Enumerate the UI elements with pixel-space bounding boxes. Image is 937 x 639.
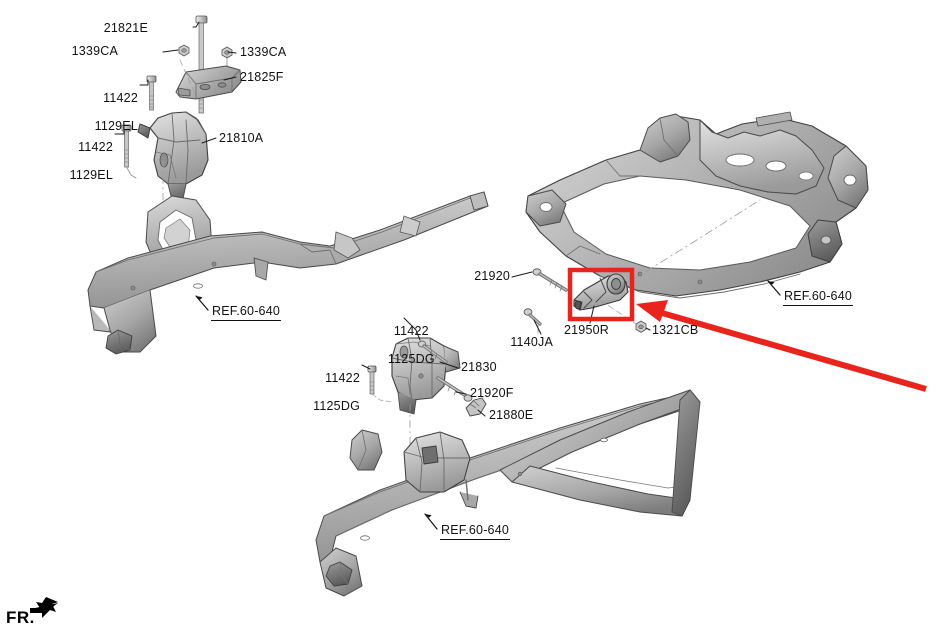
callout-21821E: 21821E — [103, 21, 148, 35]
callout-21825F: 21825F — [240, 70, 284, 84]
callout-21920F: 21920F — [470, 386, 514, 400]
part-11422-1129EL-bolt-lower — [121, 124, 137, 179]
part-number-line2: 1129EL — [69, 168, 113, 182]
callout-21830: 21830 — [461, 360, 497, 374]
ref-left-frame-rail — [87, 191, 489, 355]
part-21920-bolt — [532, 268, 568, 292]
part-21880E-clip — [465, 397, 487, 417]
part-1339CA-nut-left — [178, 44, 190, 57]
assembly-guide-line-subframe — [615, 199, 761, 291]
part-1140JA-bolt — [523, 308, 542, 334]
ref-front-subframe — [525, 111, 869, 299]
part-21825F-bracket — [175, 65, 242, 100]
part-21821E-bolt — [195, 15, 208, 114]
part-number-line1: 11422 — [325, 371, 360, 385]
part-number-line1: 11422 — [103, 91, 138, 105]
callout-21880E: 21880E — [489, 408, 534, 422]
ref-leader-arrows — [195, 280, 781, 530]
callout-leader-lines — [114, 21, 651, 417]
callout-ref-60-640-left: REF.60-640 — [211, 304, 282, 321]
callout-11422-1125DG-lower: 11422 1125DG — [240, 357, 360, 427]
part-21950R-roll-rod — [573, 273, 629, 311]
callout-1140JA: 1140JA — [510, 335, 553, 349]
part-number-line1: 11422 — [78, 140, 113, 154]
part-number-line2: 1129EL — [94, 119, 138, 133]
callout-1321CB: 1321CB — [652, 323, 699, 337]
part-11422-1125DG-bolt-upper — [417, 340, 448, 364]
front-arrow-icon — [30, 597, 58, 618]
callout-11422-1129EL-lower: 11422 1129EL — [0, 126, 113, 196]
callout-1339CA-right: 1339CA — [240, 45, 287, 59]
orientation-marker-label: FR. — [6, 608, 35, 627]
highlight-arrow — [636, 300, 927, 392]
callout-ref-60-640-bottom: REF.60-640 — [440, 523, 511, 540]
callout-ref-60-640-right: REF.60-640 — [783, 289, 854, 306]
callout-21950R: 21950R — [564, 323, 609, 337]
part-number-line1: 11422 — [393, 324, 429, 338]
part-11422-1129EL-bolt-upper — [146, 75, 157, 111]
highlight-box-21950R — [567, 267, 635, 322]
part-number-line2: 1125DG — [387, 352, 435, 366]
callout-21810A: 21810A — [219, 131, 264, 145]
callout-21920: 21920 — [474, 269, 510, 283]
part-number-line2: 1125DG — [313, 399, 360, 413]
callout-11422-1125DG-upper: 11422 1125DG — [344, 310, 464, 380]
ref-bottom-crossmember — [315, 389, 701, 597]
callout-1339CA-left: 1339CA — [71, 44, 118, 58]
callout-11422-1129EL-upper: 11422 1129EL — [18, 77, 138, 147]
part-1321CB-nut — [635, 320, 647, 333]
part-11422-1125DG-bolt-lower — [367, 365, 393, 403]
